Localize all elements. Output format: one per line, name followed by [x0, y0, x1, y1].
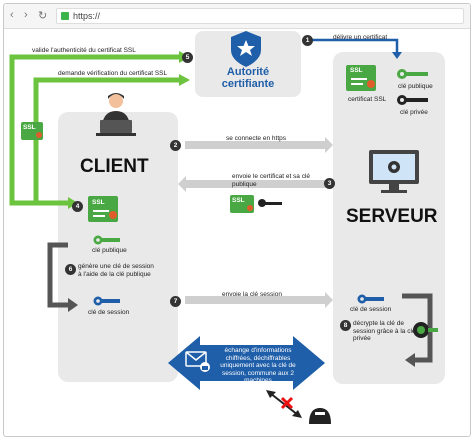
step-label-3: envoie le certificat et sa clé publique: [232, 173, 311, 188]
deliver-arrow-head: [392, 52, 402, 59]
key-icon-client-public: [93, 235, 120, 245]
step-label-2: se connecte en https: [226, 135, 286, 142]
server-private-key-label: clé privée: [400, 109, 428, 116]
computer-icon: [369, 150, 419, 193]
request-arrow: [33, 77, 180, 203]
certificate-icon-middle: [230, 195, 254, 213]
step-badge-5: 5: [182, 52, 193, 63]
key-icon-decrypt: [413, 322, 438, 338]
step-label-7: envoie la clé session: [222, 291, 282, 298]
hacker-icon: [309, 408, 331, 424]
step-badge-8: 8: [340, 320, 351, 331]
generate-loop: [47, 242, 70, 308]
decrypt-loop-head: [405, 353, 415, 367]
client-title: CLIENT: [80, 156, 149, 177]
validate-arrow: [9, 54, 180, 206]
key-icon-server-public: [397, 69, 428, 79]
server-cert-label: certificat SSL: [348, 96, 387, 103]
step-badge-3: 3: [324, 178, 335, 189]
deliver-arrow: [304, 38, 399, 53]
send-cert-arrow: [178, 176, 333, 192]
ssl-tag-server: SSL: [350, 67, 363, 74]
server-title: SERVEUR: [346, 206, 438, 227]
address-bar[interactable]: https://: [56, 8, 464, 24]
certificate-icon-left: [21, 122, 43, 140]
exchange-banner: [168, 336, 325, 390]
send-session-arrow: [185, 292, 333, 308]
certificate-icon-server: [346, 65, 376, 91]
ssl-tag-left: SSL: [23, 124, 36, 131]
ssl-tag-client: SSL: [92, 199, 105, 206]
shield-star-icon: [231, 31, 261, 67]
back-button[interactable]: ‹: [10, 9, 14, 21]
request-label: demande vérification du certificat SSL: [58, 70, 168, 77]
blocked-arrow: [266, 390, 302, 418]
step-label-5: valide l'authenticité du certificat SSL: [32, 47, 136, 54]
step-badge-7: 7: [170, 296, 181, 307]
key-icon-server-session: [357, 294, 384, 304]
reload-button[interactable]: ↻: [38, 10, 48, 22]
step-label-1: délivre un certificat: [333, 34, 388, 41]
ca-title: Autorité certifiante: [221, 66, 275, 90]
step-label-6: génère une clé de session à l'aide de la…: [78, 263, 154, 278]
exchange-label: échange d'informations chiffrées, déchif…: [220, 347, 296, 384]
step-label-8: décrypte la clé de session grâce à la cl…: [353, 320, 416, 342]
lock-icon: [61, 12, 69, 20]
step-badge-4: 4: [72, 201, 83, 212]
step-badge-6: 6: [65, 264, 76, 275]
generate-loop-head: [68, 298, 78, 312]
step-badge-2: 2: [170, 140, 181, 151]
forward-button[interactable]: ›: [24, 9, 28, 21]
client-public-key-label: clé publique: [92, 247, 127, 254]
server-session-key-label: clé de session: [350, 306, 392, 313]
client-session-key-label: clé de session: [88, 309, 130, 316]
certificate-icon-client: [88, 196, 118, 222]
envelope-icon: [185, 351, 210, 372]
key-icon-client-session: [93, 296, 120, 306]
person-icon: [96, 93, 136, 136]
key-icon-server-private: [397, 95, 428, 105]
ssl-tag-middle: SSL: [232, 197, 245, 204]
key-icon-middle: [258, 199, 282, 207]
browser-toolbar: ‹ › ↻ https://: [4, 4, 470, 29]
url-text: https://: [73, 11, 101, 21]
server-public-key-label: clé publique: [398, 83, 433, 90]
connect-arrow: [185, 137, 333, 153]
request-arrow-head: [179, 74, 190, 86]
client-panel: [58, 112, 178, 382]
step-badge-1: 1: [302, 35, 313, 46]
